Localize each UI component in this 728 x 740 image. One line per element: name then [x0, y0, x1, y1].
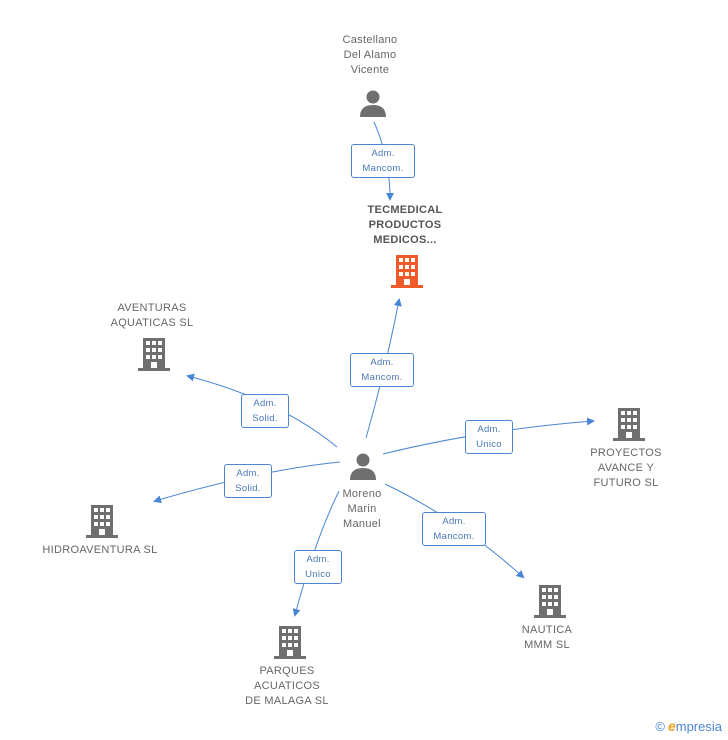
role-badge-moreno-hidroaventura: Adm. Solid.: [224, 464, 272, 498]
building-icon[interactable]: [138, 337, 170, 371]
empresia-logo[interactable]: ©empresia: [655, 718, 722, 734]
building-icon[interactable]: [534, 584, 566, 618]
node-hidroaventura-label[interactable]: HIDROAVENTURA SL: [42, 544, 158, 556]
person-icon[interactable]: [358, 88, 388, 118]
logo-text: mpresia: [675, 719, 722, 734]
role-badge-moreno-tecmedical: Adm. Mancom.: [350, 353, 414, 387]
logo-e: e: [667, 718, 676, 734]
role-badge-moreno-parques: Adm. Unico: [294, 550, 342, 584]
edge-moreno-parques: [292, 490, 340, 617]
building-icon[interactable]: [613, 407, 645, 441]
node-nautica-label[interactable]: NAUTICA MMM SL: [521, 624, 573, 651]
role-badge-moreno-aventuras: Adm. Solid.: [241, 394, 289, 428]
node-parques-label[interactable]: PARQUES ACUATICOS DE MALAGA SL: [245, 665, 329, 707]
building-icon-focus[interactable]: [391, 254, 423, 288]
role-badge-moreno-nautica: Adm. Mancom.: [422, 512, 486, 546]
building-icon[interactable]: [86, 504, 118, 538]
role-badge-castellano-tecmedical: Adm. Mancom.: [351, 144, 415, 178]
node-castellano-label[interactable]: Castellano Del Alamo Vicente: [342, 34, 398, 76]
node-tecmedical-label[interactable]: TECMEDICAL PRODUCTOS MEDICOS...: [367, 204, 443, 246]
person-icon[interactable]: [348, 451, 378, 481]
node-moreno-label[interactable]: Moreno Marin Manuel: [342, 488, 382, 530]
building-icon[interactable]: [274, 625, 306, 659]
copyright-symbol: ©: [655, 719, 665, 734]
node-proyectos-label[interactable]: PROYECTOS AVANCE Y FUTURO SL: [590, 447, 662, 489]
node-aventuras-label[interactable]: AVENTURAS AQUATICAS SL: [110, 302, 194, 329]
role-badge-moreno-proyectos: Adm. Unico: [465, 420, 513, 454]
